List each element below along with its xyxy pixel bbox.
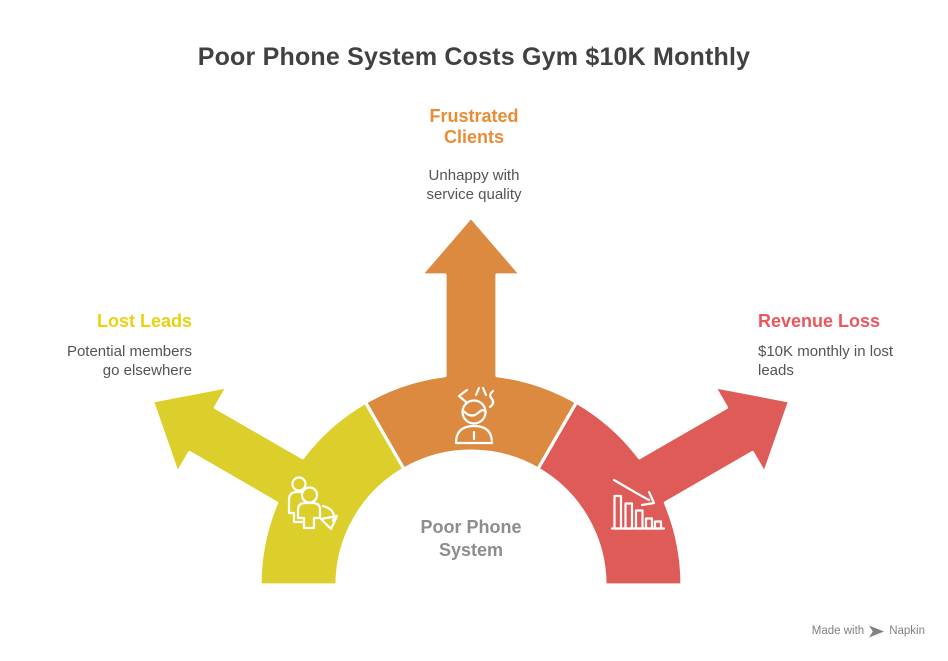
label-line: Frustrated [429, 106, 519, 126]
napkin-logo-icon [869, 625, 885, 637]
declining-bar-chart-icon [610, 478, 666, 530]
label-block-lost-leads: Lost Leads Potential members go elsewher… [0, 310, 192, 380]
label-block-revenue-loss: Revenue Loss $10K monthly in lost leads [758, 310, 948, 380]
label-revenue-loss: Revenue Loss [758, 311, 881, 331]
desc-line: Potential members [66, 343, 192, 360]
label-line: System [438, 540, 504, 560]
revenue-loss-segment-arrow [536, 385, 792, 587]
desc-line: leads [758, 361, 794, 379]
page-title: Poor Phone System Costs Gym $10K Monthly [197, 43, 751, 71]
desc-frustrated-clients: Unhappy with service quality [324, 166, 624, 204]
lost-leads-segment-arrow [150, 385, 406, 587]
desc-revenue-loss: $10K monthly in lost leads [758, 343, 948, 380]
watermark: Made with Napkin [812, 623, 925, 639]
desc-line: $10K monthly in lost [758, 343, 894, 360]
desc-line: Unhappy with [428, 167, 520, 184]
label-line: Poor Phone [420, 517, 522, 537]
desc-line: go elsewhere [102, 361, 192, 379]
leaving-members-icon [287, 476, 339, 531]
frustrated-person-icon [454, 386, 495, 445]
watermark-brand: Napkin [889, 625, 925, 637]
desc-lost-leads: Potential members go elsewhere [0, 343, 192, 380]
label-line: Clients [443, 127, 504, 147]
frustrated-clients-segment-arrow [363, 215, 579, 471]
desc-line: service quality [426, 186, 522, 203]
label-frustrated-clients: Frustrated Clients [324, 106, 624, 148]
watermark-prefix: Made with [811, 625, 865, 637]
label-lost-leads: Lost Leads [96, 311, 192, 331]
label-poor-phone-system: Poor Phone System [321, 516, 621, 562]
